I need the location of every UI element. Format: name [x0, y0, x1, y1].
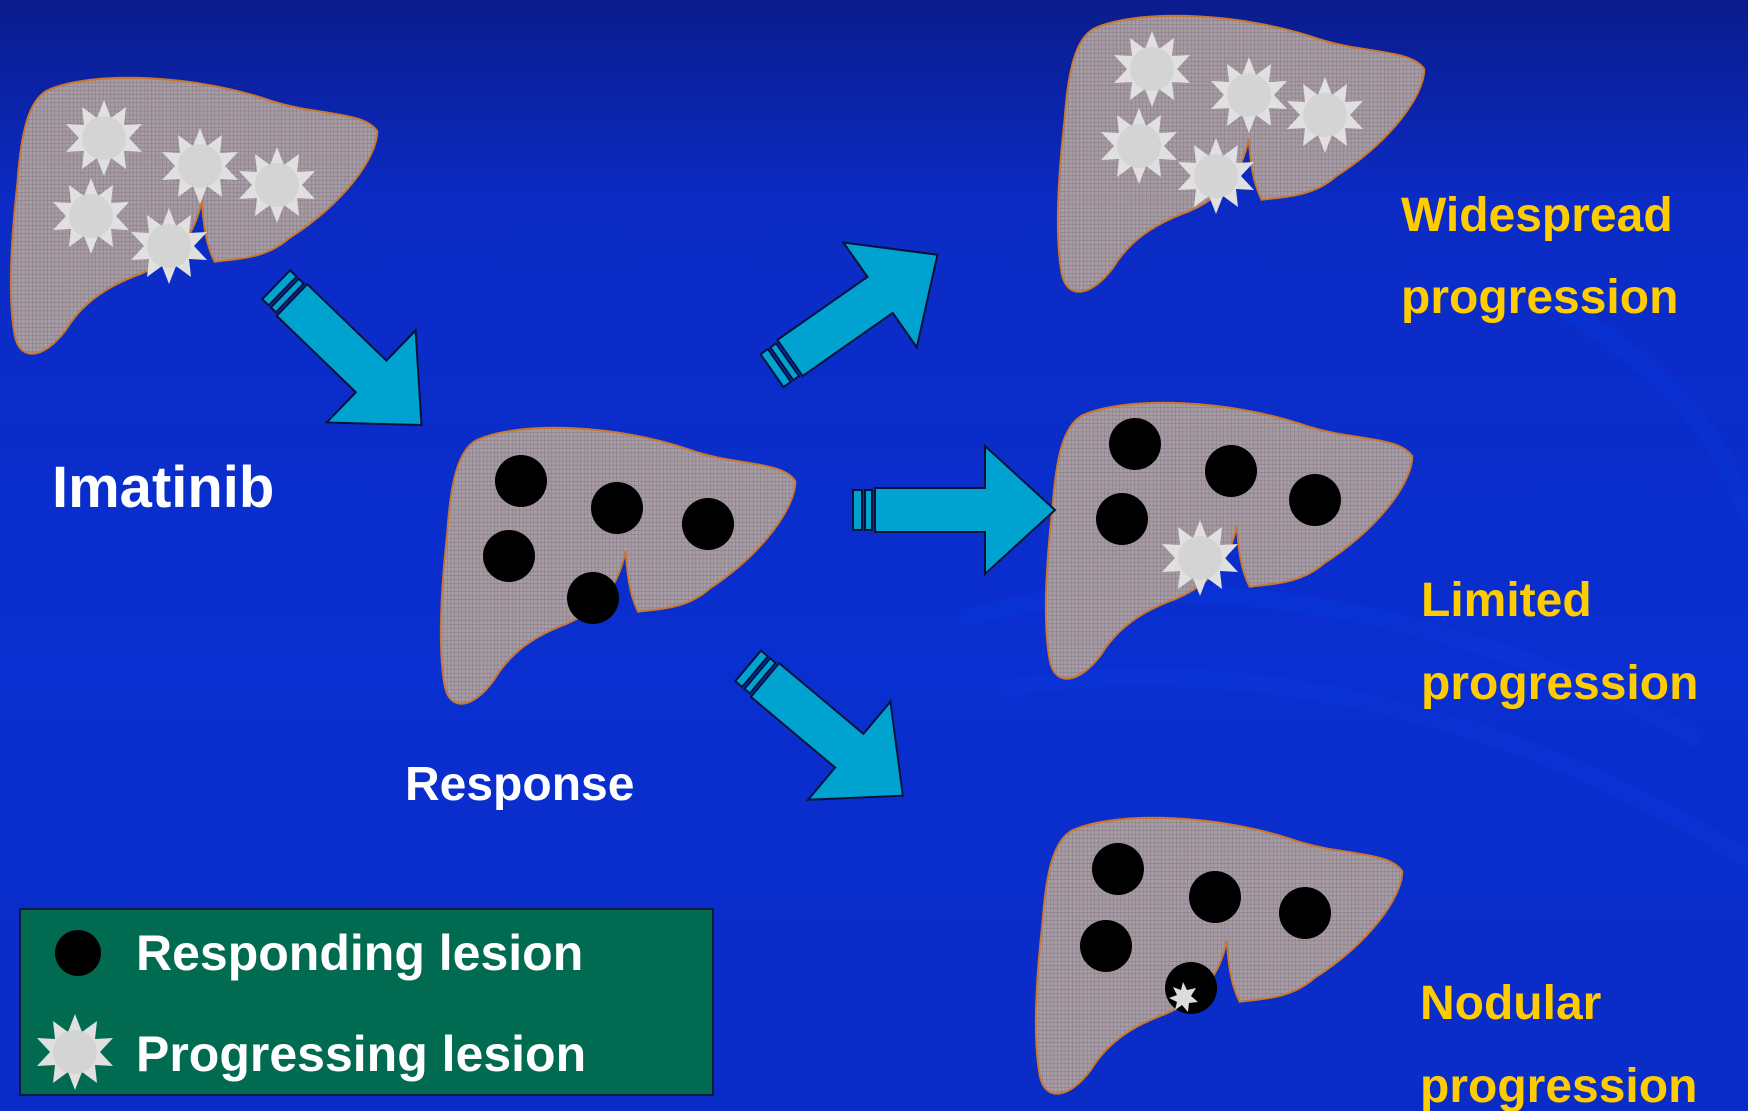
- responding-lesion-icon: [591, 482, 643, 534]
- responding-lesion-icon: [1080, 920, 1132, 972]
- responding-lesion-icon: [1289, 474, 1341, 526]
- responding-lesion-icon: [1189, 871, 1241, 923]
- arrow-to-response: [232, 239, 466, 471]
- responding-lesion-icon: [1205, 445, 1257, 497]
- responding-lesion-icon: [495, 455, 547, 507]
- svg-text:Widespread: Widespread: [1401, 189, 1673, 242]
- outcome-nodular-label: Nodular progression: [1420, 977, 1697, 1111]
- responding-lesion-icon: [55, 930, 101, 976]
- responding-lesion-icon: [682, 498, 734, 550]
- responding-lesion-icon: [1109, 418, 1161, 470]
- svg-text:progression: progression: [1420, 1060, 1697, 1111]
- liver-limited: [1046, 403, 1413, 679]
- svg-text:progression: progression: [1401, 271, 1678, 324]
- svg-text:Nodular: Nodular: [1420, 977, 1601, 1030]
- response-label: Response: [405, 758, 634, 811]
- responding-lesion-icon: [567, 572, 619, 624]
- arrow-to-nodular: [707, 617, 944, 845]
- responding-lesion-icon: [483, 530, 535, 582]
- nodular-lesion-icon: [1165, 962, 1217, 1014]
- legend: Responding lesion Progressing lesion: [20, 909, 713, 1095]
- svg-text:progression: progression: [1421, 657, 1698, 710]
- responding-lesion-icon: [1096, 493, 1148, 545]
- arrow-to-widespread: [735, 202, 974, 423]
- outcome-widespread-label: Widespread progression: [1401, 189, 1678, 324]
- arrow-to-limited: [853, 446, 1055, 574]
- responding-lesion-icon: [1279, 887, 1331, 939]
- responding-lesion-icon: [1092, 843, 1144, 895]
- legend-responding-label: Responding lesion: [136, 925, 583, 981]
- imatinib-label: Imatinib: [52, 455, 274, 520]
- svg-text:Limited: Limited: [1421, 574, 1592, 627]
- legend-progressing-label: Progressing lesion: [136, 1026, 586, 1082]
